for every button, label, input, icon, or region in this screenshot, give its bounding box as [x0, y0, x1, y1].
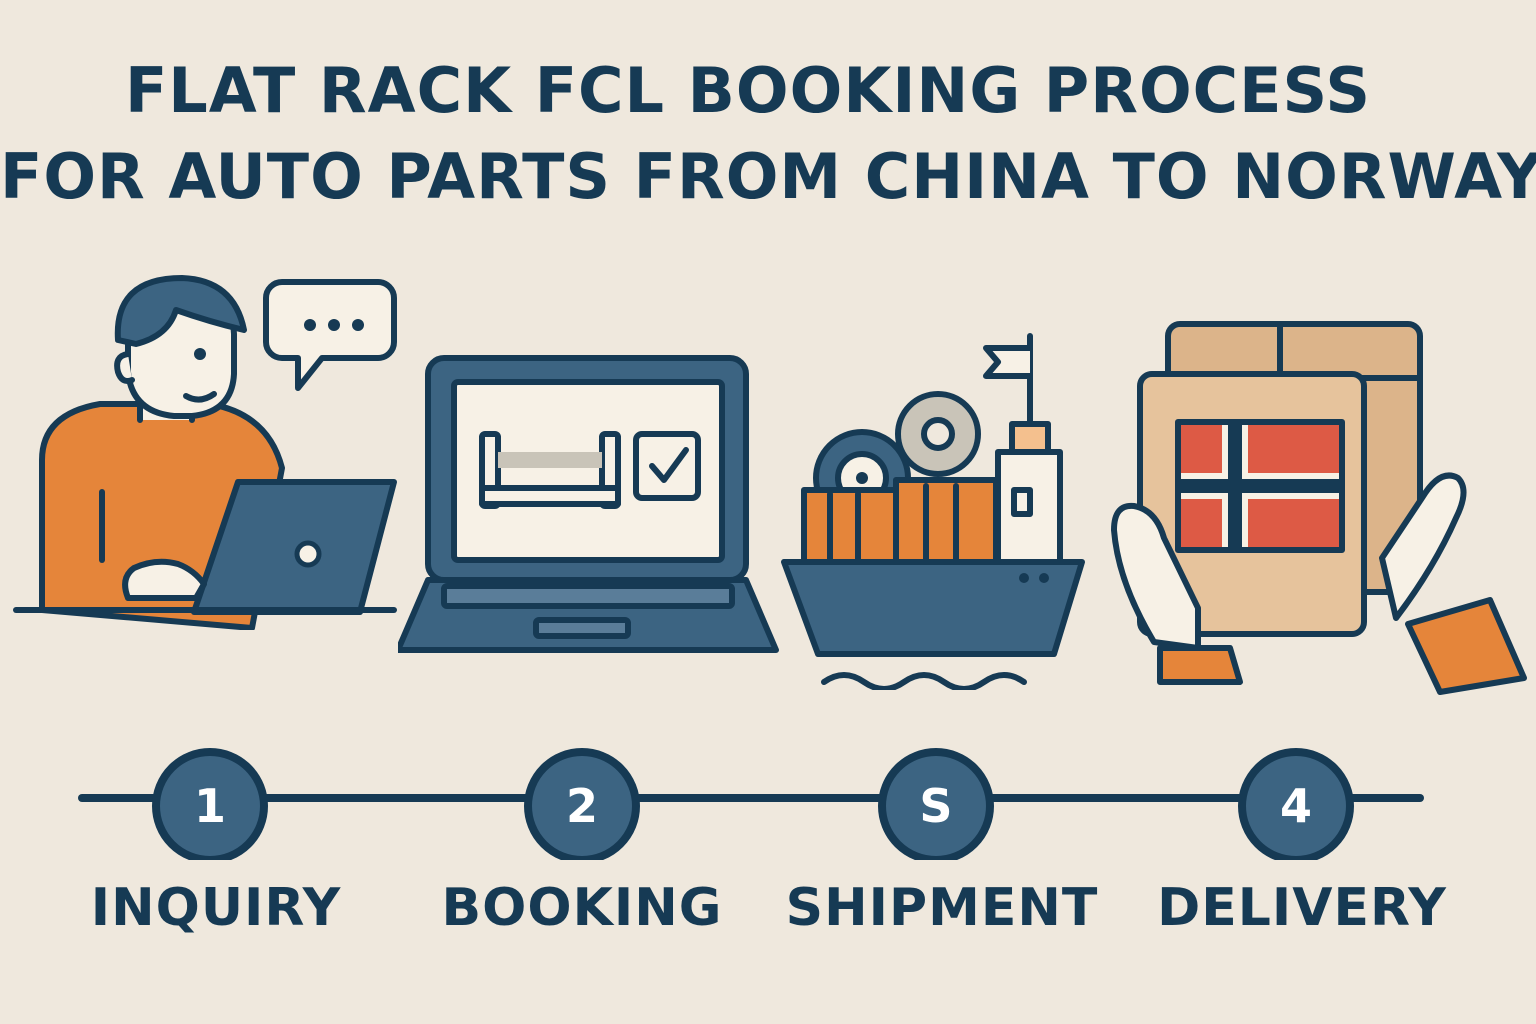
step-3-circle — [878, 748, 994, 860]
step-2-circle — [524, 748, 640, 860]
step-1-number: 1 — [193, 779, 226, 833]
title-line-2: FOR AUTO PARTS FROM CHINA TO NORWAY — [0, 140, 1536, 213]
cargo-ship-icon — [780, 330, 1090, 690]
step-3-label: SHIPMENT — [785, 878, 1099, 938]
package-norway-flag-icon — [1108, 318, 1528, 702]
step-4-number: 4 — [1279, 779, 1312, 833]
step-4-label: DELIVERY — [1157, 878, 1447, 938]
step-1-label: INQUIRY — [90, 878, 342, 938]
timeline — [78, 748, 1424, 860]
title-line-1: FLAT RACK FCL BOOKING PROCESS — [124, 54, 1372, 127]
step-1-circle — [152, 748, 268, 860]
laptop-flat-rack-icon — [398, 354, 782, 664]
step-3-number: S — [919, 779, 953, 833]
person-with-laptop-icon — [10, 270, 410, 630]
step-4-circle — [1238, 748, 1354, 860]
page-title: FLAT RACK FCL BOOKING PROCESS FOR AUTO P… — [0, 48, 1536, 220]
step-2-number: 2 — [565, 779, 598, 833]
step-2-label: BOOKING — [441, 878, 723, 938]
